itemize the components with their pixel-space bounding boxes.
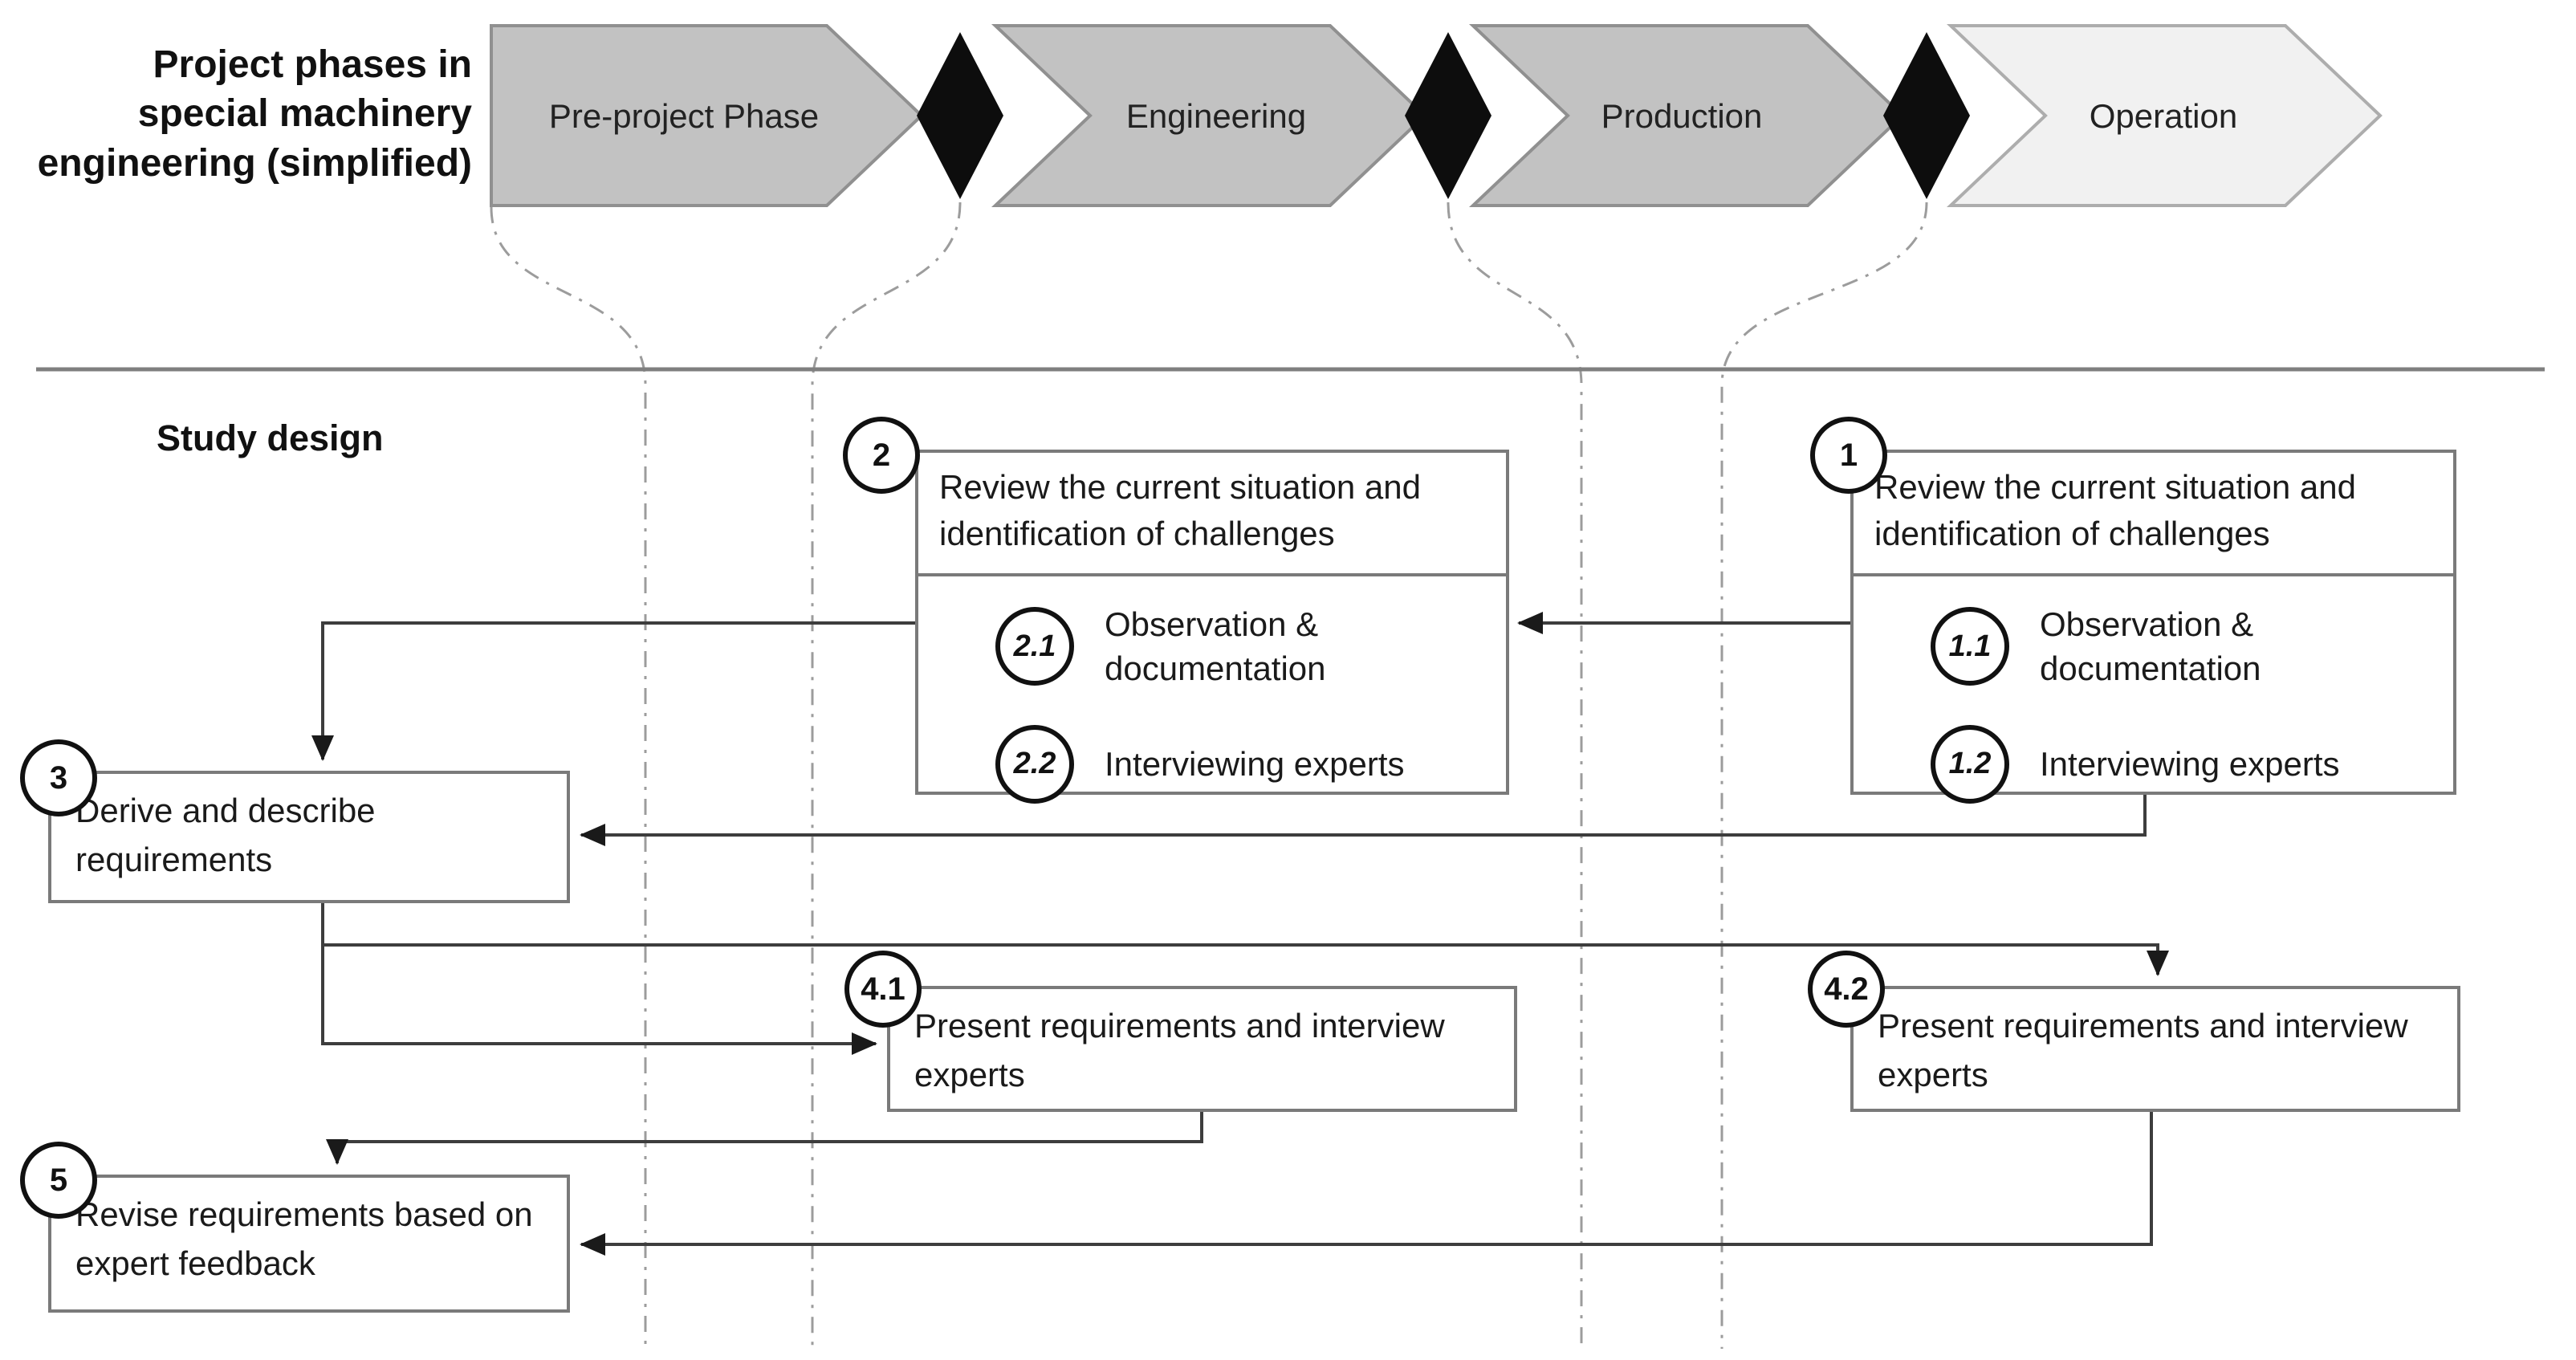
step-badge-3: 3	[20, 739, 97, 816]
phase-shape-operation	[1946, 24, 2383, 207]
step-box-title: Review the current situation and identif…	[918, 453, 1506, 576]
list-item: 1.1 Observation & documentation	[1931, 602, 2453, 691]
phase-shape-production	[1468, 24, 1905, 207]
phase-guide-line	[490, 206, 647, 1349]
step-box-present-left: Present requirements and interview exper…	[887, 986, 1517, 1112]
section-label-study-design: Study design	[157, 417, 384, 458]
step-badge-1: 1	[1810, 417, 1887, 494]
connector-box1-to-box3	[580, 795, 2147, 846]
phase-shape-engineering	[991, 24, 1427, 207]
list-item: 1.2 Interviewing experts	[1931, 724, 2453, 804]
step-box-present-right: Present requirements and interview exper…	[1850, 986, 2460, 1112]
step-number-circle: 1.2	[1931, 724, 2009, 804]
step-box-title: Revise requirements based on expert feed…	[75, 1195, 533, 1282]
item-label: Interviewing experts	[2040, 745, 2340, 784]
connector-box3-to-box42	[321, 903, 2169, 976]
step-badge-4-1: 4.1	[844, 951, 922, 1028]
step-box-title: Review the current situation and identif…	[1854, 453, 2453, 576]
phase-guide-line	[811, 202, 962, 1349]
item-label: Interviewing experts	[1105, 745, 1405, 784]
connector-box42-to-box5	[580, 1112, 2153, 1256]
connector-box41-to-box5	[326, 1112, 1203, 1165]
milestone-diamond-icon	[1883, 32, 1970, 199]
item-label: Observation & documentation	[1105, 605, 1326, 688]
step-badge-5: 5	[20, 1142, 97, 1219]
step-box-items: 2.1 Observation & documentation 2.2 Inte…	[918, 576, 1506, 804]
step-box-derive-requirements: Derive and describe requirements	[48, 771, 570, 903]
step-box-review-left: Review the current situation and identif…	[915, 450, 1509, 804]
connector-box3-to-box41	[321, 945, 877, 1055]
step-number-circle: 2.2	[995, 724, 1074, 804]
item-label: Observation & documentation	[2040, 605, 2261, 688]
phase-guide-line	[1447, 202, 1583, 1349]
milestone-diamond-icon	[1405, 32, 1491, 199]
figure-title: Project phases in special machinery engi…	[37, 43, 472, 185]
step-box-title: Present requirements and interview exper…	[914, 1007, 1445, 1093]
step-box-revise-requirements: Revise requirements based on expert feed…	[48, 1175, 570, 1313]
step-box-title: Derive and describe requirements	[75, 792, 376, 878]
step-box-review-right: Review the current situation and identif…	[1850, 450, 2456, 804]
list-item: 2.1 Observation & documentation	[995, 602, 1506, 691]
step-badge-2: 2	[843, 417, 920, 494]
connector-box2-to-box3	[311, 621, 915, 761]
step-box-items: 1.1 Observation & documentation 1.2 Inte…	[1854, 576, 2453, 804]
milestone-diamond-icon	[917, 32, 1003, 199]
list-item: 2.2 Interviewing experts	[995, 724, 1506, 804]
phase-label-operation: Operation	[2089, 97, 2238, 135]
step-box-title: Present requirements and interview exper…	[1878, 1007, 2408, 1093]
phase-label-pre-project: Pre-project Phase	[548, 97, 820, 135]
step-number-circle: 1.1	[1931, 607, 2009, 686]
phase-guide-line	[1720, 202, 1928, 1349]
phase-shape-pre-project	[490, 24, 924, 207]
phase-label-production: Production	[1601, 97, 1763, 135]
phase-label-engineering: Engineering	[1125, 97, 1307, 135]
step-badge-4-2: 4.2	[1808, 951, 1885, 1028]
step-number-circle: 2.1	[995, 607, 1074, 686]
